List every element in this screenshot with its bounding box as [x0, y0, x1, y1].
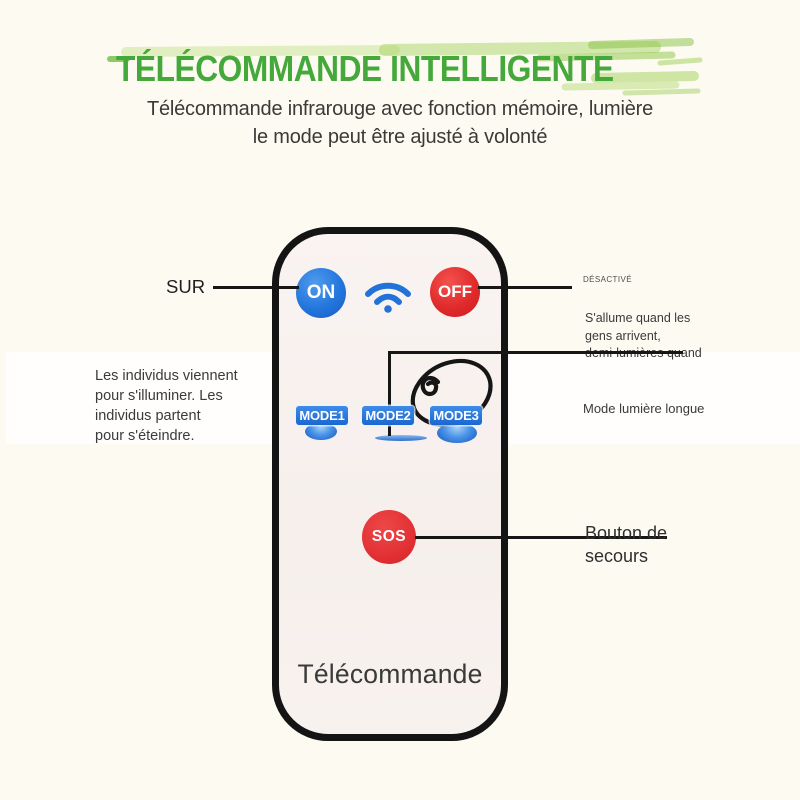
- title-highlight-scribble: [107, 38, 703, 96]
- callout-sos-label: Bouton de secours: [585, 522, 667, 568]
- mode2-button-dome-pressed[interactable]: [375, 435, 427, 441]
- off-button[interactable]: OFF: [430, 267, 480, 317]
- mode1-label[interactable]: MODE1: [296, 406, 348, 425]
- callout-desactive-label: DÉSACTIVÉ: [583, 275, 632, 284]
- wifi-icon: [365, 282, 411, 313]
- mode1-button-dome[interactable]: [305, 423, 337, 440]
- on-button[interactable]: ON: [296, 268, 346, 318]
- mode2-label[interactable]: MODE2: [362, 406, 414, 425]
- subtitle-line1: Télécommande infrarouge avec fonction mé…: [146, 98, 654, 120]
- callout-mode-line: S'allume quand les: [585, 311, 691, 325]
- callout-left-line: Les individus viennent: [95, 368, 238, 384]
- callout-line-mode-horizontal: [388, 351, 683, 354]
- mode3-label[interactable]: MODE3: [430, 406, 482, 425]
- callout-sos-line1: Bouton de: [585, 523, 668, 543]
- remote-control: ON OFF MODE1 MODE2 MODE3 SOS Télécommand…: [272, 227, 508, 741]
- mode3-button-dome[interactable]: [437, 423, 477, 443]
- sos-button[interactable]: SOS: [362, 510, 416, 564]
- callout-left-line: pour s'illuminer. Les: [95, 388, 223, 404]
- callout-mode-paragraph: S'allume quand les gens arrivent, demi-l…: [585, 310, 702, 363]
- callout-left-paragraph: Les individus viennent pour s'illuminer.…: [95, 366, 238, 446]
- callout-line-on: [213, 286, 299, 289]
- callout-left-line: individus partent: [95, 408, 201, 424]
- callout-sur-label: SUR: [166, 276, 206, 297]
- remote-label: Télécommande: [297, 659, 483, 689]
- subtitle-line2: le mode peut être ajusté à volonté: [252, 126, 548, 148]
- callout-line-mode-vertical: [388, 351, 391, 436]
- callout-line-sos: [415, 536, 667, 539]
- callout-left-line: pour s'éteindre.: [95, 428, 195, 444]
- callout-line-off: [478, 286, 572, 289]
- page-title: TÉLÉCOMMANDE INTELLIGENTE: [116, 48, 614, 89]
- callout-mode-line: gens arrivent,: [585, 328, 661, 343]
- callout-mode-longue-label: Mode lumière longue: [583, 401, 705, 416]
- callout-sos-line2: secours: [585, 546, 649, 566]
